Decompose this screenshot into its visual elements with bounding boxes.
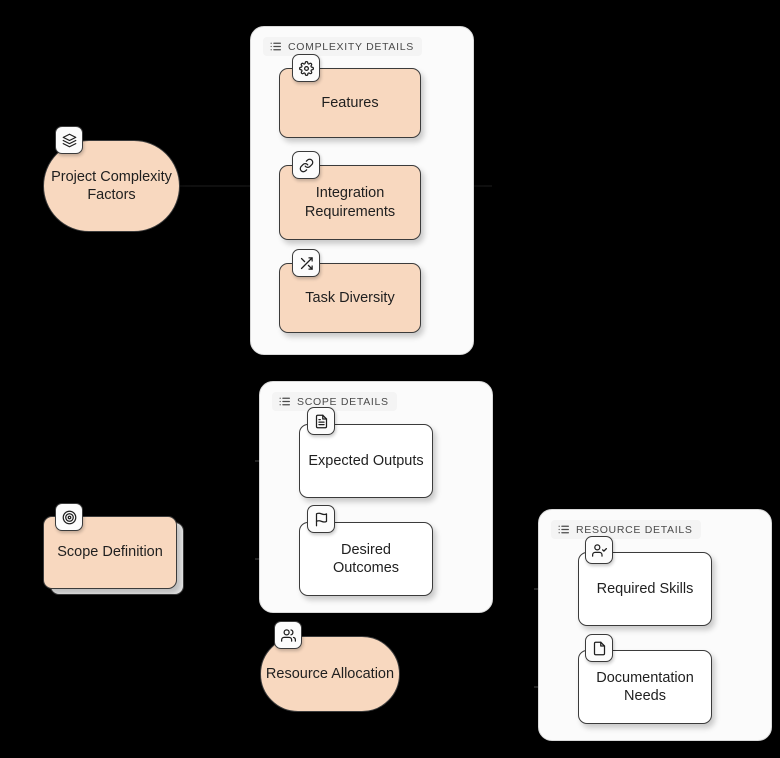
file-text-icon (307, 407, 335, 435)
flag-icon (307, 505, 335, 533)
group-complexity-details-label: COMPLEXITY DETAILS (263, 37, 422, 56)
node-resource-allocation-label: Resource Allocation (265, 665, 395, 682)
node-integration-requirements-label: Integration Requirements (304, 185, 396, 220)
shuffle-icon (292, 249, 320, 277)
node-project-complexity-factors-label: Project Complexity Factors (51, 168, 172, 203)
group-label-text: SCOPE DETAILS (297, 395, 389, 408)
node-desired-outcomes-label: Desired Outcomes (332, 541, 400, 576)
node-documentation-needs[interactable]: Documentation Needs (578, 650, 712, 724)
target-icon (55, 503, 83, 531)
group-label-text: COMPLEXITY DETAILS (288, 40, 414, 53)
link-icon (292, 151, 320, 179)
node-task-diversity[interactable]: Task Diversity (279, 263, 421, 333)
node-expected-outputs-label: Expected Outputs (308, 452, 424, 469)
list-icon (557, 523, 570, 536)
group-label-text: RESOURCE DETAILS (576, 523, 693, 536)
layers-icon (55, 126, 83, 154)
node-scope-definition-label: Scope Definition (57, 544, 163, 561)
node-required-skills[interactable]: Required Skills (578, 552, 712, 626)
node-documentation-needs-label: Documentation Needs (596, 669, 694, 704)
group-resource-details-label: RESOURCE DETAILS (551, 520, 701, 539)
file-icon (585, 634, 613, 662)
users-icon (274, 621, 302, 649)
list-icon (278, 395, 291, 408)
node-scope-definition[interactable]: Scope Definition (43, 516, 177, 589)
group-scope-details-label: SCOPE DETAILS (272, 392, 397, 411)
node-desired-outcomes[interactable]: Desired Outcomes (299, 522, 433, 596)
node-task-diversity-label: Task Diversity (305, 289, 395, 306)
list-icon (269, 40, 282, 53)
gear-icon (292, 54, 320, 82)
node-features-label: Features (321, 94, 379, 111)
user-check-icon (585, 536, 613, 564)
node-integration-requirements[interactable]: Integration Requirements (279, 165, 421, 240)
node-required-skills-label: Required Skills (596, 580, 694, 597)
node-expected-outputs[interactable]: Expected Outputs (299, 424, 433, 498)
node-project-complexity-factors[interactable]: Project Complexity Factors (43, 140, 180, 232)
